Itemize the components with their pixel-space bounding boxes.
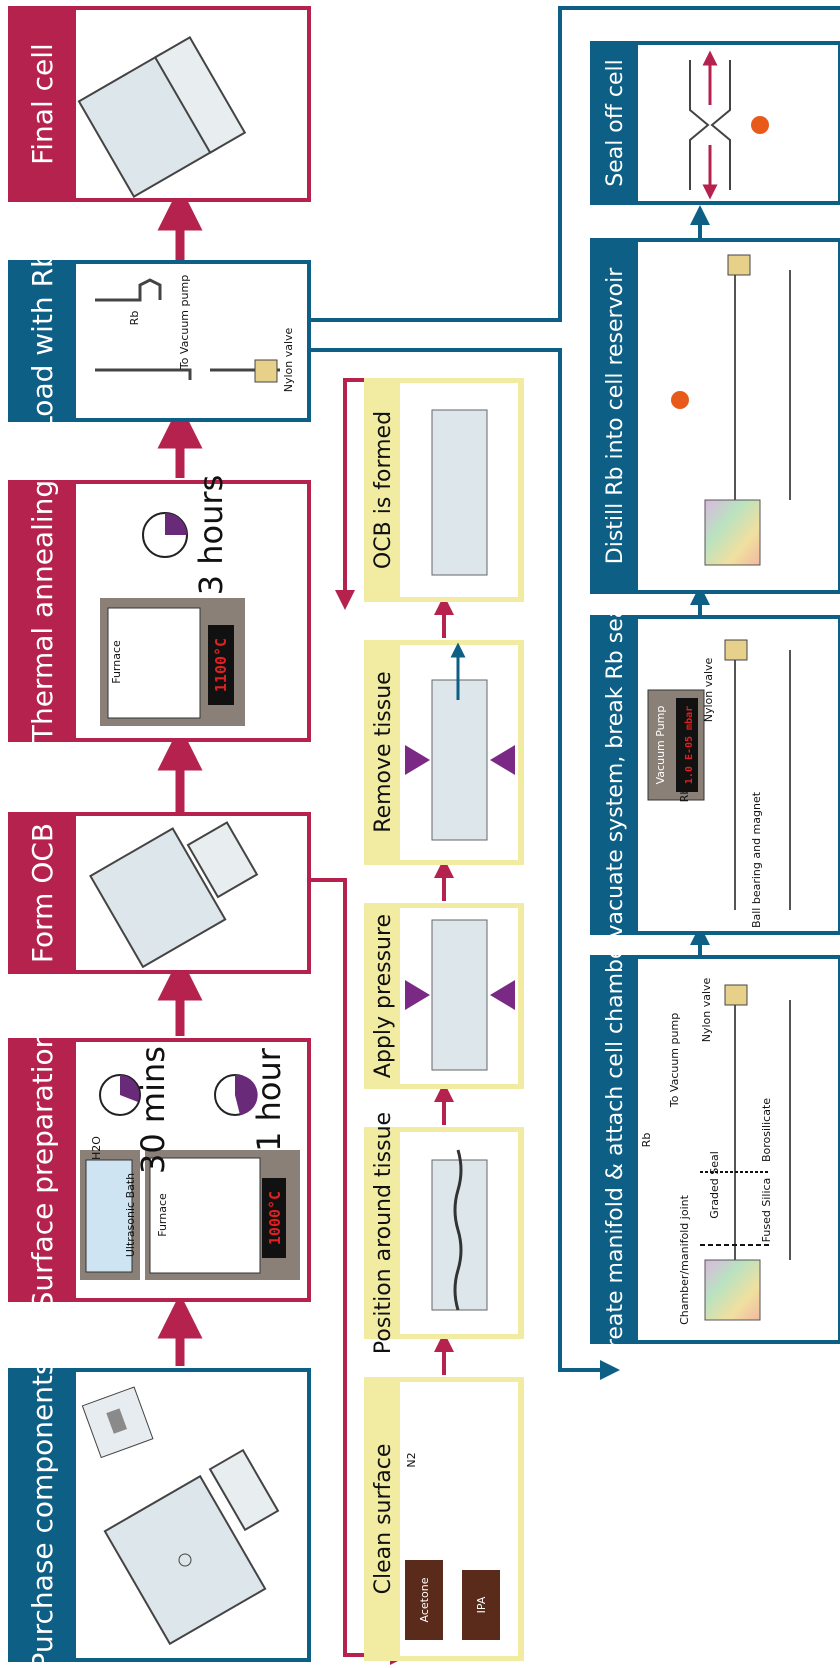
rb-step-seal-off: Seal off cell xyxy=(590,41,840,205)
card-final-cell: Final cell xyxy=(8,6,311,202)
rb-step-create-manifold: Create manifold & attach cell chamber Ch… xyxy=(590,936,840,1364)
ocb-step-label-2: Apply pressure xyxy=(371,914,396,1078)
ocb-step-label-0: Clean surface xyxy=(371,1444,396,1595)
rb-step-distill: Distill Rb into cell reservoir xyxy=(590,238,840,594)
time-3h: 3 hours xyxy=(192,475,230,596)
svg-text:Ball bearing and magnet: Ball bearing and magnet xyxy=(750,791,763,928)
card-title-final: Final cell xyxy=(26,43,59,165)
card-title-form-ocb: Form OCB xyxy=(26,823,59,963)
rb-step-evacuate: Evacuate system, break Rb seal Vacuum Pu… xyxy=(590,599,840,952)
rb-step-label-1: Evacuate system, break Rb seal xyxy=(603,599,628,952)
card-thermal-annealing: Thermal annealing Furnace 1100°C 3 hours xyxy=(8,475,311,743)
rb-step-label-2: Distill Rb into cell reservoir xyxy=(603,267,628,564)
svg-text:Fused Silica: Fused Silica xyxy=(760,1178,773,1243)
ocb-step-clean-surface: Clean surface Acetone IPA N2 xyxy=(364,1377,524,1661)
ultrasonic-bath: Ultrasonic Bath H2O xyxy=(80,1136,140,1280)
svg-text:N2: N2 xyxy=(405,1452,418,1467)
water-label: H2O xyxy=(90,1136,103,1160)
rb-label: Rb xyxy=(128,311,141,326)
ocb-step-label-4: OCB is formed xyxy=(371,411,396,569)
card-title-surface: Surface preparation xyxy=(26,1031,59,1310)
ocb-step-apply-pressure: Apply pressure xyxy=(364,903,524,1089)
cell-illustration xyxy=(81,1386,280,1646)
card-title-thermal: Thermal annealing xyxy=(26,480,59,743)
svg-text:IPA: IPA xyxy=(475,1596,488,1613)
furnace-surface: Furnace 1000°C xyxy=(145,1150,300,1280)
time-30: 30 mins xyxy=(134,1046,172,1174)
svg-text:Borosilicate: Borosilicate xyxy=(760,1098,773,1162)
rb-step-label-3: Seal off cell xyxy=(603,59,628,187)
svg-text:To Vacuum pump: To Vacuum pump xyxy=(668,1013,681,1108)
temp-display: 1000°C xyxy=(266,1191,284,1245)
ocb-step-position: Position around tissue xyxy=(364,1112,524,1354)
time-60: 1 hour xyxy=(250,1047,288,1152)
svg-text:Chamber/manifold joint: Chamber/manifold joint xyxy=(678,1194,691,1325)
svg-text:Acetone: Acetone xyxy=(418,1577,431,1622)
card-load-rb: Load with Rb To Vacuum pump Nylon valve … xyxy=(8,250,311,432)
to-vacuum-label: To Vacuum pump xyxy=(178,275,191,370)
svg-text:Rb: Rb xyxy=(640,1133,653,1148)
nylon-valve-label: Nylon valve xyxy=(282,327,295,392)
svg-text:Vacuum Pump: Vacuum Pump xyxy=(654,706,667,785)
card-surface-preparation: Surface preparation Ultrasonic Bath H2O … xyxy=(8,1031,311,1310)
card-form-ocb: Form OCB xyxy=(8,812,311,974)
ocb-step-label-1: Position around tissue xyxy=(371,1112,396,1354)
card-title-purchase: Purchase components xyxy=(26,1360,59,1668)
timer-icon-30: 30 mins xyxy=(99,1046,172,1174)
svg-text:1.0 E-05 mbar: 1.0 E-05 mbar xyxy=(684,706,695,784)
rb-loop xyxy=(309,6,840,1380)
card-purchase-components: Purchase components xyxy=(8,1360,311,1668)
ocb-step-remove-tissue: Remove tissue xyxy=(364,640,524,865)
timer-icon-60: 1 hour xyxy=(214,1047,288,1152)
ocb-step-formed: OCB is formed xyxy=(364,378,524,602)
svg-text:Nylon valve: Nylon valve xyxy=(700,977,713,1042)
svg-text:Nylon valve: Nylon valve xyxy=(702,657,715,722)
ocb-step-label-3: Remove tissue xyxy=(371,671,396,832)
svg-text:Graded Seal: Graded Seal xyxy=(708,1151,721,1219)
bath-label: Ultrasonic Bath xyxy=(124,1173,137,1257)
card-title-load: Load with Rb xyxy=(26,250,59,432)
svg-text:Rb: Rb xyxy=(678,788,691,803)
furnace-label: Furnace xyxy=(156,1193,169,1237)
rb-step-label-0: Create manifold & attach cell chamber xyxy=(603,936,628,1364)
temp-display-thermal: 1100°C xyxy=(212,638,230,692)
furnace-label-thermal: Furnace xyxy=(110,640,123,684)
